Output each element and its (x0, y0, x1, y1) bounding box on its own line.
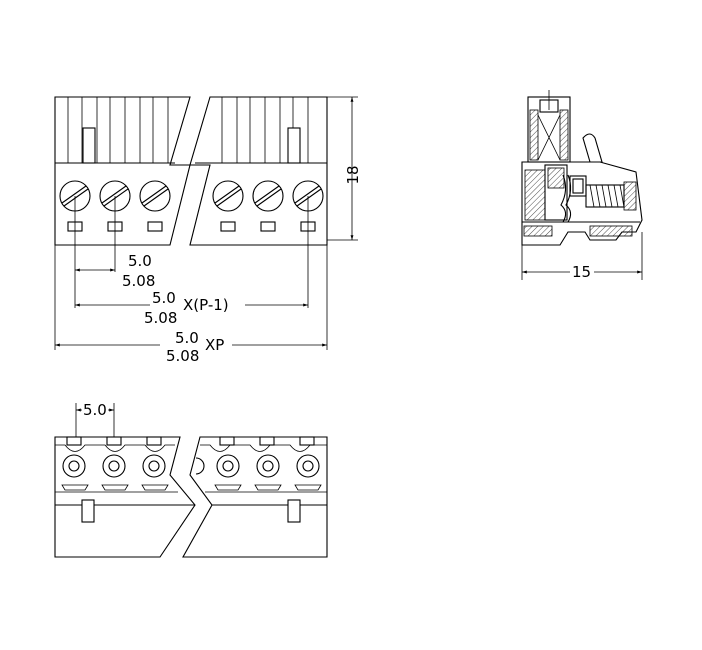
height-dimension-label: 18 (344, 165, 362, 184)
side-view: 15 (521, 90, 643, 281)
front-view: 18 5.0 5.08 5.0 5.08 X(P-1) 5.0 5.08 XP (54, 96, 362, 365)
bottom-view: 5.0 (54, 400, 328, 558)
screw-heads (59, 180, 324, 212)
total-formula: XP (205, 336, 224, 354)
bottom-pitch-label: 5.0 (83, 401, 107, 419)
depth-dimension-label: 15 (572, 263, 591, 281)
pitch-label-b: 5.08 (122, 272, 155, 290)
total-label-a: 5.0 (175, 329, 199, 347)
pitch-label-a: 5.0 (128, 252, 152, 270)
span-label-a: 5.0 (152, 289, 176, 307)
span-label-b: 5.08 (144, 309, 177, 327)
total-label-b: 5.08 (166, 347, 199, 365)
span-formula: X(P-1) (183, 296, 229, 314)
